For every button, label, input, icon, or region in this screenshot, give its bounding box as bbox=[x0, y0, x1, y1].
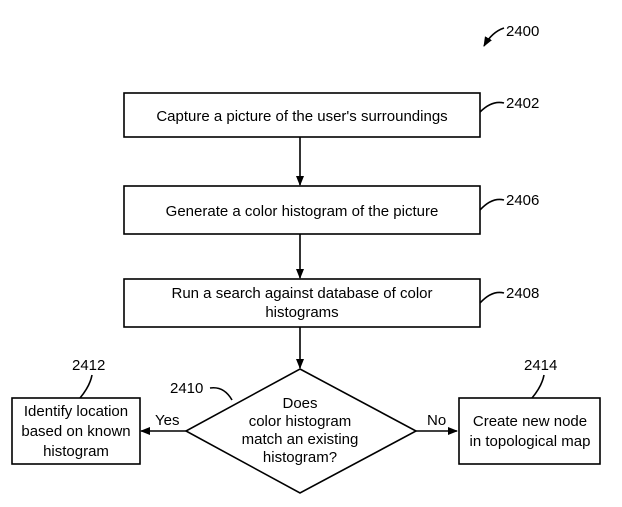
yes-label: Yes bbox=[155, 412, 179, 429]
no-label: No bbox=[427, 412, 446, 429]
decision-text-line3: match an existing bbox=[242, 431, 359, 448]
decision-diamond bbox=[184, 368, 418, 494]
step-generate-box bbox=[123, 185, 481, 235]
step-generate-text: Generate a color histogram of the pictur… bbox=[166, 203, 439, 220]
step-generate-leader bbox=[479, 198, 505, 211]
outcome-create-line1: Create new node bbox=[473, 413, 587, 430]
step-capture-ref: 2402 bbox=[506, 95, 539, 112]
step-search-box bbox=[123, 278, 481, 328]
outcome-identify-line1: Identify location bbox=[24, 403, 128, 420]
figure-number-arrow bbox=[483, 27, 505, 47]
decision-leader bbox=[209, 386, 233, 401]
step-search-text-line2: histograms bbox=[265, 304, 338, 321]
outcome-create-box bbox=[458, 397, 601, 465]
step-capture-box bbox=[123, 92, 481, 138]
step-search-ref: 2408 bbox=[506, 285, 539, 302]
step-search-leader bbox=[479, 291, 505, 304]
step-capture-text: Capture a picture of the user's surround… bbox=[156, 108, 447, 125]
outcome-identify-ref: 2412 bbox=[72, 357, 105, 374]
decision-ref: 2410 bbox=[170, 380, 203, 397]
figure-number: 2400 bbox=[506, 23, 539, 40]
step-capture-leader bbox=[479, 101, 505, 113]
outcome-create-leader bbox=[531, 374, 545, 399]
decision-text-line4: histogram? bbox=[263, 449, 337, 466]
outcome-identify-line3: histogram bbox=[43, 443, 109, 460]
outcome-create-line2: in topological map bbox=[470, 433, 591, 450]
outcome-identify-leader bbox=[79, 374, 93, 399]
decision-text-line2: color histogram bbox=[249, 413, 352, 430]
outcome-identify-line2: based on known bbox=[21, 423, 130, 440]
decision-text-line1: Does bbox=[282, 395, 317, 412]
step-generate-ref: 2406 bbox=[506, 192, 539, 209]
outcome-create-ref: 2414 bbox=[524, 357, 557, 374]
step-search-text-line1: Run a search against database of color bbox=[172, 285, 433, 302]
outcome-identify-box bbox=[11, 397, 141, 465]
